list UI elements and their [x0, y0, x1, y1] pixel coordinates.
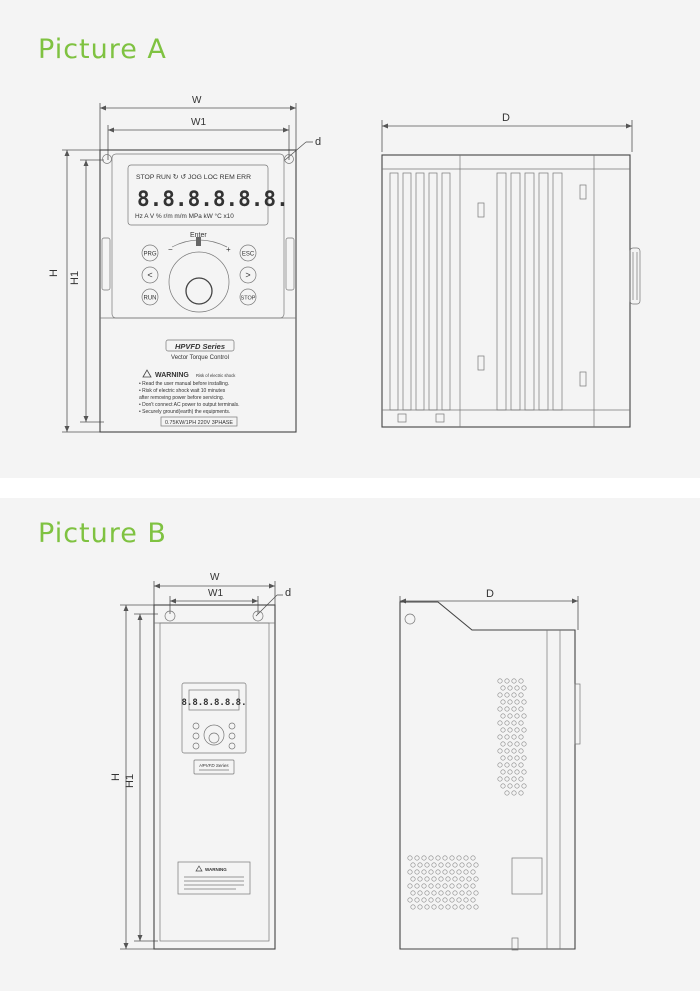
dim-d-b-label: d [285, 587, 291, 599]
dim-h1-b: H1 [124, 613, 158, 942]
mount-hole [164, 610, 176, 622]
warning-triangle-icon [142, 369, 152, 378]
warning-line: • Don't connect AC power to output termi… [139, 402, 240, 408]
esc-button[interactable]: ESC [239, 244, 257, 262]
dim-d-b-side-label: D [486, 588, 494, 600]
dim-d-a: D [381, 112, 633, 152]
warning-triangle-icon [195, 865, 203, 872]
mount-hole [284, 154, 294, 164]
series-label-b: HPVFD Series [199, 763, 229, 768]
front-view-a: STOP RUN ↻ ↺ JOG LOC REM ERR 8.8.8.8.8.8… [99, 149, 297, 433]
rating-label: 0.75KW/1PH 220V 3PHASE [165, 420, 233, 426]
dim-h-label: H [48, 269, 60, 277]
front-view-b: 8.8.8.8.8.8. HPVFD Series WARNING [153, 604, 276, 950]
picture-a-drawing: W W1 d H H1 [48, 95, 641, 433]
dim-w1-b: W1 [169, 588, 259, 614]
terminal-cover [511, 857, 543, 895]
picture-b-panel: Picture B W W1 d H [0, 498, 700, 991]
warning-line: • Securely ground(earth) the equipments. [139, 409, 230, 415]
dim-w1: W1 [107, 117, 290, 160]
product-label: HPVFD Series Vector Torque Control WARNI… [139, 339, 240, 427]
svg-text:<: < [147, 270, 152, 280]
encoder-knob-ring [168, 251, 230, 313]
dim-w-label: W [192, 95, 202, 106]
dim-h-b: H [110, 604, 154, 950]
series-subtitle: Vector Torque Control [171, 355, 229, 361]
warning-title-b: WARNING [205, 867, 227, 872]
dim-d-label: d [315, 136, 321, 148]
warning-line: • Read the user manual before installing… [139, 381, 229, 387]
keypad-module [181, 682, 247, 754]
dim-h-b-label: H [110, 773, 122, 781]
lcd-digits: 8.8.8.8.8.8. [137, 187, 289, 211]
picture-b-drawing: W W1 d H H1 [110, 572, 581, 951]
dim-w1-b-label: W1 [208, 588, 223, 599]
warning-line: after removing power before servicing. [139, 395, 224, 401]
side-view-b [399, 601, 581, 951]
mini-encoder [203, 724, 225, 746]
dim-w-b-label: W [210, 572, 220, 583]
plus-label: + [226, 245, 231, 254]
left-button[interactable]: < [141, 266, 159, 284]
enter-label: Enter [190, 232, 207, 239]
picture-a-title: Picture A [38, 34, 167, 65]
dim-h1-label: H1 [69, 271, 81, 285]
warning-plate [177, 861, 251, 895]
series-label: HPVFD Series [175, 342, 225, 351]
run-button[interactable]: RUN [141, 288, 159, 306]
warning-line: • Risk of electric shock wait 10 minutes [139, 388, 226, 394]
svg-text:>: > [245, 270, 250, 280]
svg-text:PRG: PRG [143, 252, 156, 258]
dim-d-a-label: D [502, 112, 510, 124]
encoder-knob[interactable] [185, 277, 213, 305]
warning-title: WARNING [155, 372, 189, 379]
prg-button[interactable]: PRG [141, 244, 159, 262]
lcd-display [127, 164, 269, 226]
warning-note: Risk of electric shock [196, 373, 236, 378]
picture-b-title: Picture B [38, 518, 167, 549]
stop-button[interactable]: STOP [239, 288, 257, 306]
dim-w1-label: W1 [191, 117, 206, 128]
dim-h: H [48, 149, 100, 433]
picture-a-panel: Picture A W W1 d H [0, 0, 700, 478]
mount-hole [102, 154, 112, 164]
encoder-mark [196, 237, 201, 246]
side-knob [629, 247, 641, 305]
mini-lcd [188, 689, 240, 711]
dim-d-hole: d [284, 136, 321, 161]
mount-hole [404, 613, 416, 625]
svg-text:ESC: ESC [242, 252, 255, 258]
svg-text:RUN: RUN [144, 296, 157, 302]
dim-d-hole-b: d [255, 587, 291, 617]
lcd-status-row: STOP RUN ↻ ↺ JOG LOC REM ERR [136, 174, 251, 181]
svg-text:STOP: STOP [241, 296, 256, 302]
vent-bottom [407, 855, 479, 910]
dim-d-b: D [399, 588, 579, 630]
minus-label: − [168, 245, 173, 254]
vent-top [497, 678, 527, 796]
dim-h1: H1 [69, 159, 104, 423]
lcd-unit-row: Hz A V % r/m m/m MPa kW °C x10 [135, 212, 234, 220]
side-view-a [381, 154, 641, 428]
mount-hole [252, 610, 264, 622]
mini-lcd-digits: 8.8.8.8.8.8. [181, 698, 246, 708]
dim-h1-b-label: H1 [124, 774, 136, 788]
right-button[interactable]: > [239, 266, 257, 284]
